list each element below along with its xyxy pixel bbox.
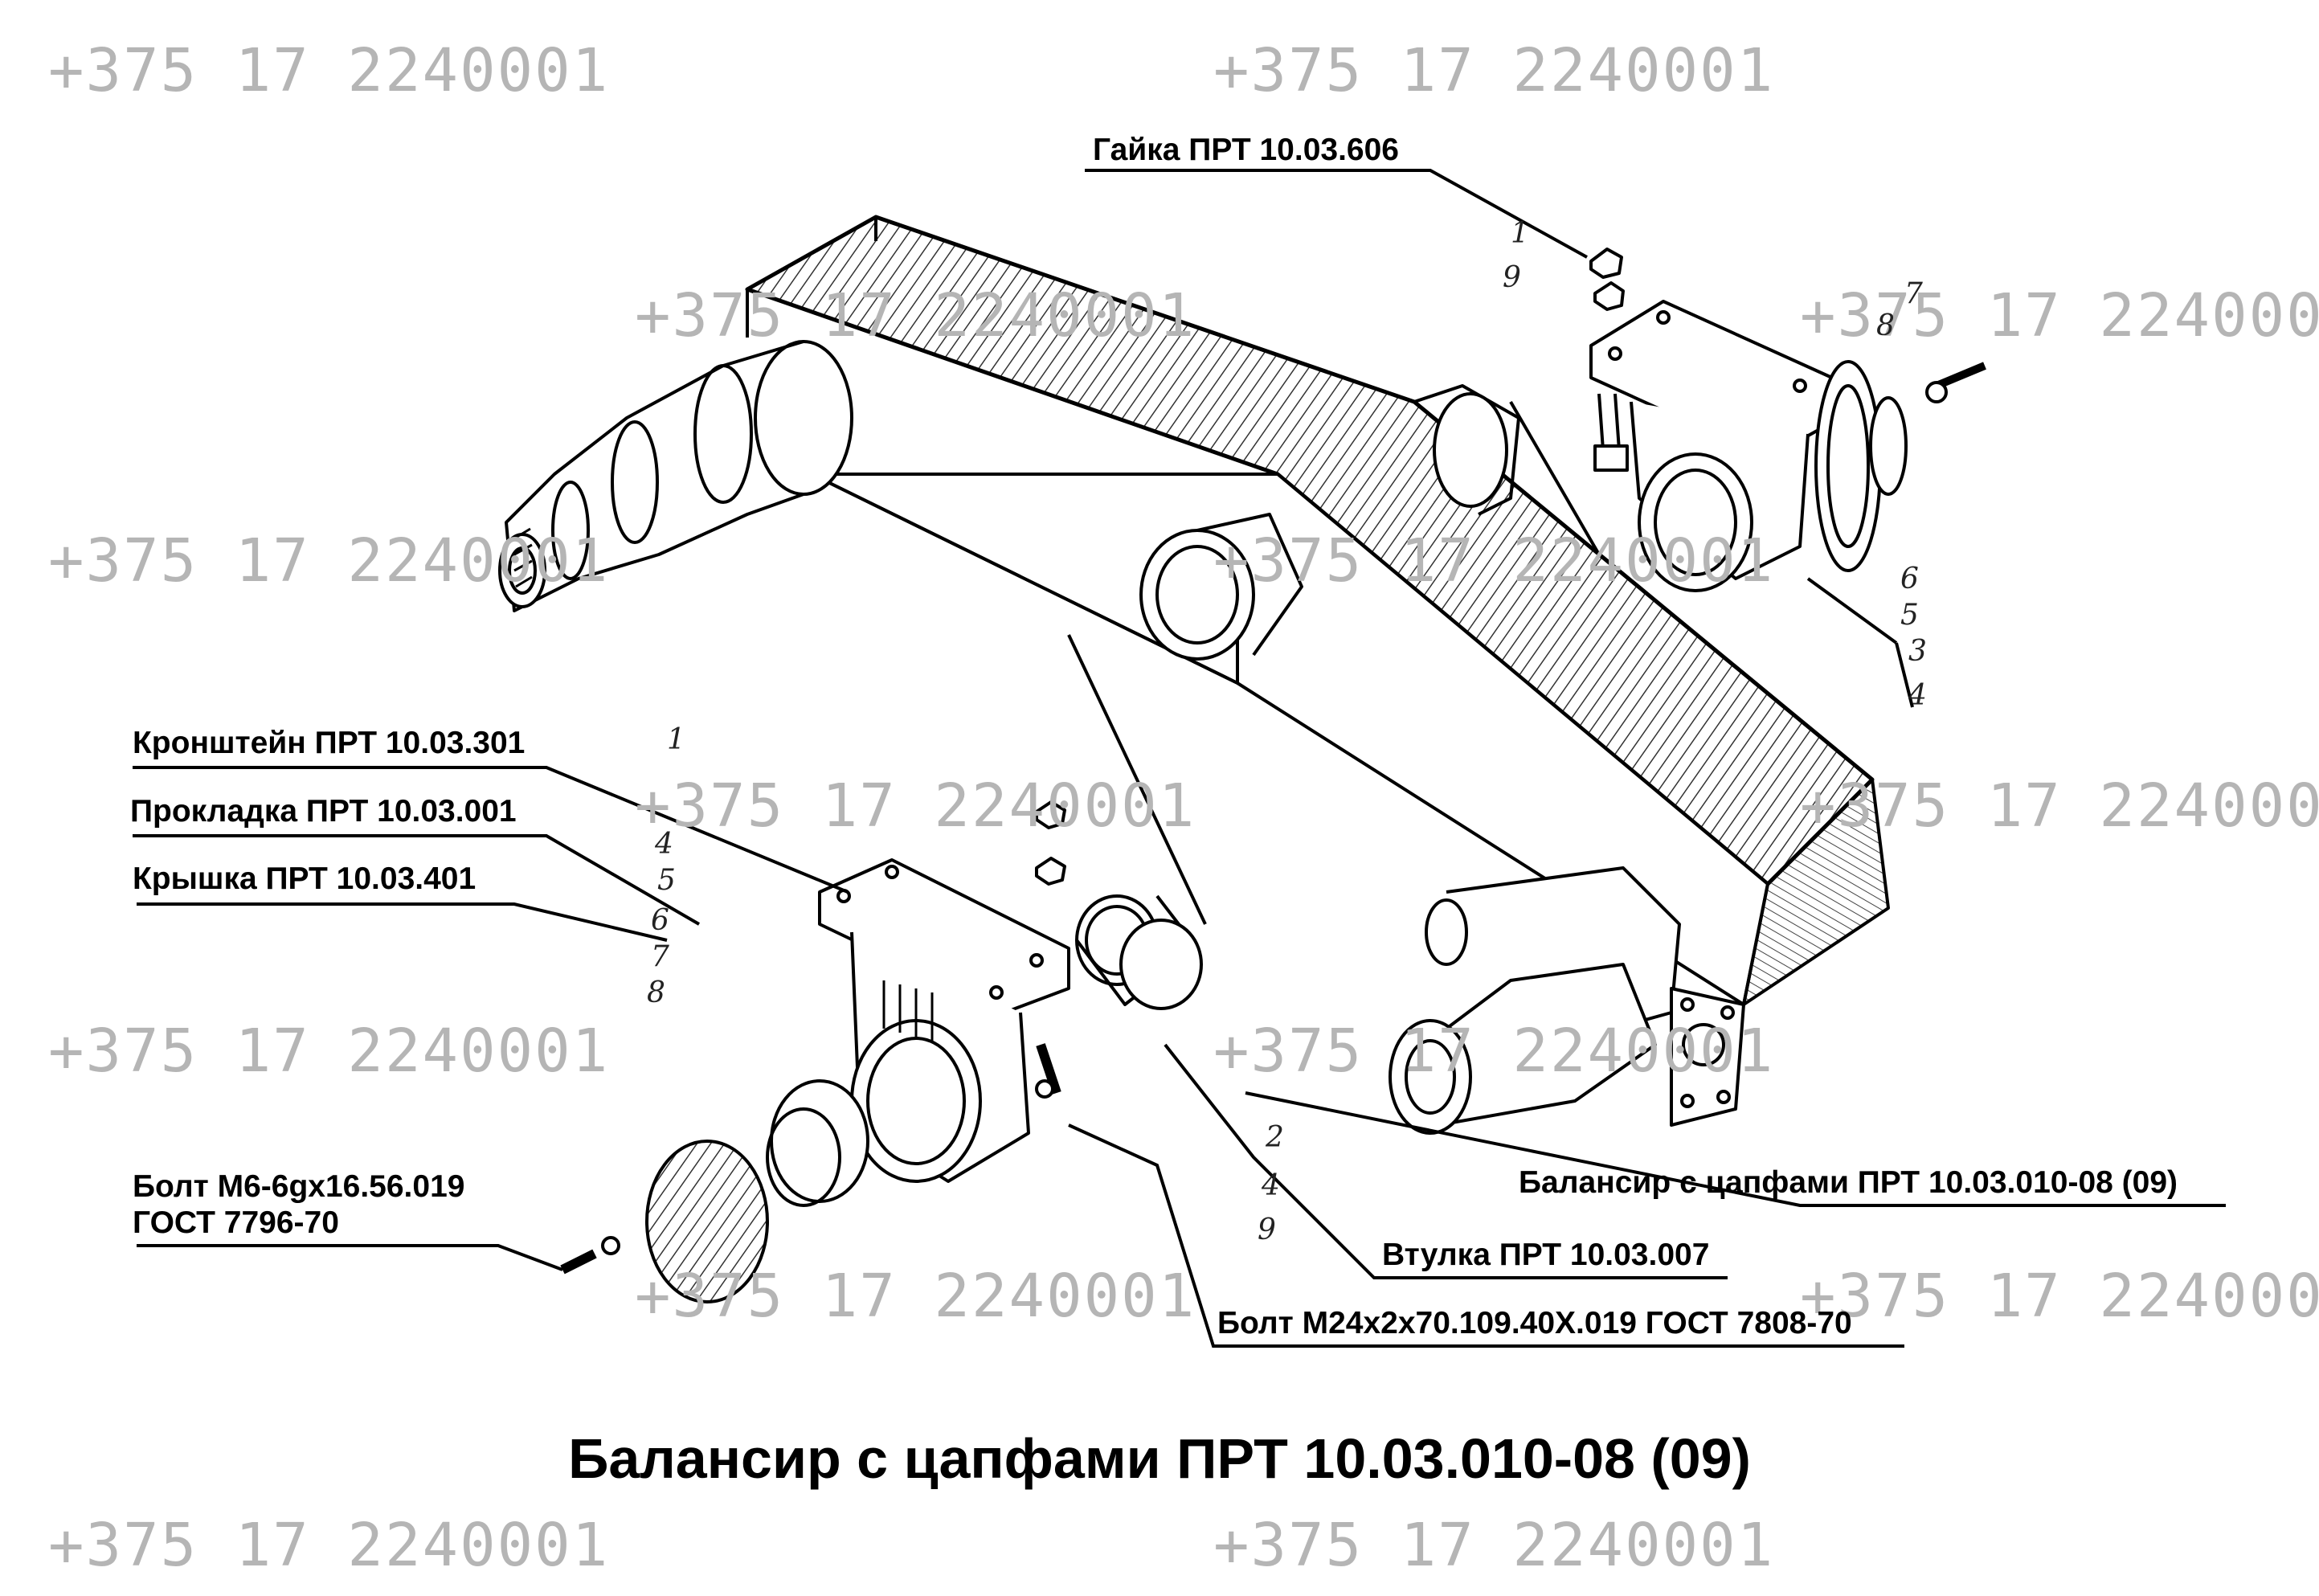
leader-bushing xyxy=(1164,1043,1728,1279)
page-title: Балансир с цапфами ПРТ 10.03.010-08 (09) xyxy=(568,1427,1751,1490)
center-tube xyxy=(1139,384,1520,661)
callout-number: 2 xyxy=(1266,1121,1284,1154)
leader-nut xyxy=(1085,169,1588,259)
left-trunnion xyxy=(498,340,853,612)
label-bolt-m24: Болт М24х2х70.109.40Х.019 ГОСТ 7808-70 xyxy=(1217,1306,1852,1340)
leader-balancer xyxy=(1245,1091,2226,1207)
callout-number: 5 xyxy=(657,864,676,897)
label-cover: Крышка ПРТ 10.03.401 xyxy=(133,861,476,896)
label-gasket: Прокладка ПРТ 10.03.001 xyxy=(130,794,517,829)
callout-number: 7 xyxy=(1904,277,1923,310)
callout-number: 6 xyxy=(1900,563,1919,595)
label-balancer: Балансир с цапфами ПРТ 10.03.010-08 (09) xyxy=(1519,1165,2178,1200)
callout-number: 5 xyxy=(1900,599,1919,632)
bushing-part xyxy=(1075,894,1203,1010)
label-bolt-m6-line1: Болт М6-6gx16.56.019 xyxy=(133,1169,465,1204)
callout-number: 3 xyxy=(1908,635,1927,668)
label-bushing: Втулка ПРТ 10.03.007 xyxy=(1382,1238,1710,1272)
callout-number: 4 xyxy=(1908,679,1927,712)
right-trunnion xyxy=(1389,866,1745,1135)
callout-number: 1 xyxy=(1511,217,1529,250)
label-nut: Гайка ПРТ 10.03.606 xyxy=(1093,133,1399,167)
label-bolt-m6: Болт М6-6gx16.56.019 ГОСТ 7796-70 xyxy=(133,1169,464,1242)
callout-number: 9 xyxy=(1258,1213,1276,1246)
lower-bracket-assembly xyxy=(560,800,1070,1303)
callout-number: 9 xyxy=(1503,261,1521,294)
leader-bolt-m6 xyxy=(137,1244,563,1271)
callout-number: 8 xyxy=(1876,309,1895,342)
label-bracket: Кронштейн ПРТ 10.03.301 xyxy=(133,726,526,760)
callout-number: 7 xyxy=(651,940,669,973)
leader-bracket xyxy=(133,766,849,894)
callout-number: 4 xyxy=(1262,1169,1280,1202)
leader-lines xyxy=(133,169,2226,1348)
leader-gasket xyxy=(133,834,701,926)
callout-number: 1 xyxy=(667,723,685,756)
upper-bracket-assembly xyxy=(1589,248,1986,592)
callout-number: 6 xyxy=(651,904,669,937)
leader-cover xyxy=(137,902,668,942)
leader-bolt-m24 xyxy=(1068,1123,1904,1348)
callout-number: 8 xyxy=(647,976,665,1009)
label-bolt-m6-line2: ГОСТ 7796-70 xyxy=(133,1205,339,1240)
callout-number: 4 xyxy=(655,828,673,861)
